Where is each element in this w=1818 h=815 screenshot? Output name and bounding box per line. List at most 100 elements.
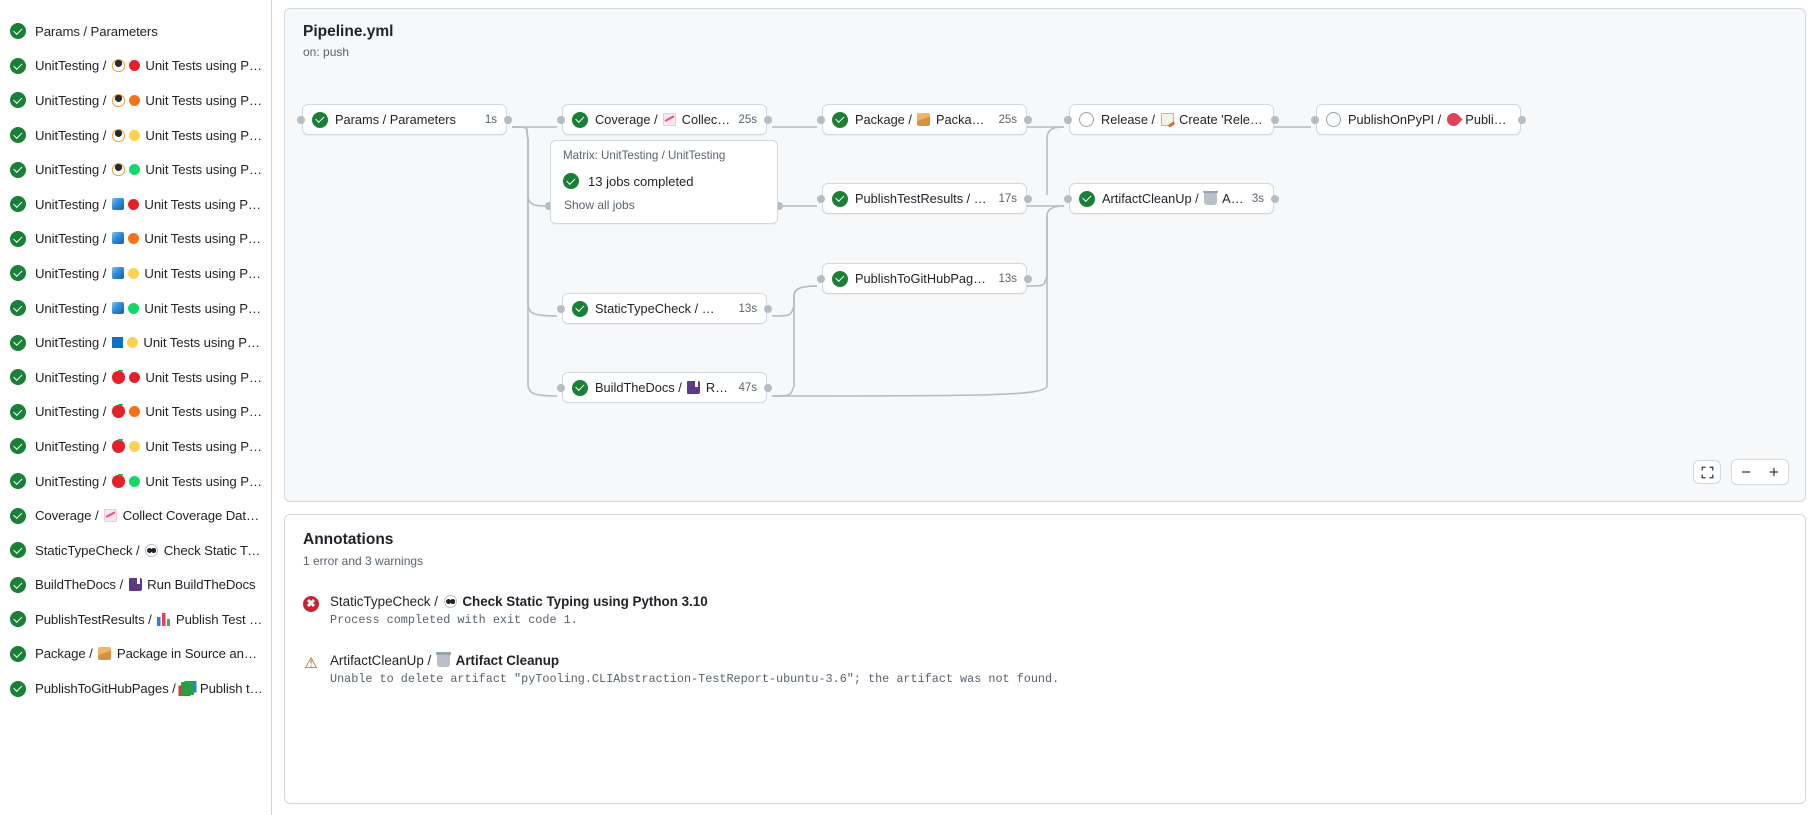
graph-node-duration: 47s (738, 382, 757, 394)
success-check-icon (832, 271, 848, 287)
graph-node[interactable]: PublishToGitHubPages / ...13s (822, 263, 1027, 294)
zoom-controls[interactable] (1693, 459, 1789, 485)
orange-circle-icon (129, 95, 140, 106)
sidebar-job-item[interactable]: Coverage / Collect Coverage Data usi... (0, 498, 271, 533)
sidebar-job-item[interactable]: UnitTesting / Unit Tests using Pyth... (0, 464, 271, 499)
chart-increasing-icon (663, 113, 676, 126)
package-box-icon (917, 113, 930, 126)
sidebar-job-item[interactable]: BuildTheDocs / Run BuildTheDocs (0, 568, 271, 603)
sidebar-job-label: UnitTesting / Unit Tests using Pyth... (35, 58, 263, 73)
zoom-out-button[interactable] (1732, 460, 1760, 484)
graph-node[interactable]: PublishOnPyPI / Publish to ... (1316, 104, 1521, 135)
graph-node[interactable]: PublishTestResults / Pu... 17s (822, 183, 1027, 214)
jobs-sidebar[interactable]: Params / ParametersUnitTesting / Unit Te… (0, 0, 272, 815)
graph-node[interactable]: Params / Parameters1s (302, 104, 507, 135)
red-circle-icon (128, 199, 139, 210)
blue-square-icon (112, 337, 123, 348)
graph-canvas[interactable]: Params / Parameters1s Coverage / Collect … (285, 9, 1805, 501)
success-check-icon (10, 23, 26, 39)
plus-icon (1768, 466, 1780, 478)
graph-node[interactable]: StaticTypeCheck / Chec...13s (562, 293, 767, 324)
green-circle-icon (128, 303, 139, 314)
sidebar-job-label: PublishToGitHubPages / Publish to G... (35, 681, 263, 696)
node-input-port (817, 195, 825, 203)
sidebar-job-label: UnitTesting / Unit Tests using Pyth... (35, 439, 263, 454)
sidebar-job-item[interactable]: UnitTesting / Unit Tests using Pyth... (0, 83, 271, 118)
apple-icon (112, 405, 125, 418)
matrix-title: Matrix: UnitTesting / UnitTesting (563, 149, 765, 162)
success-check-icon (10, 196, 26, 212)
fit-screen-button[interactable] (1693, 460, 1721, 484)
bar-chart-icon (157, 613, 170, 626)
show-all-jobs-link[interactable]: Show all jobs (564, 198, 765, 212)
sidebar-job-item[interactable]: StaticTypeCheck / Check Static Typing... (0, 533, 271, 568)
annotation-message: Unable to delete artifact "pyTooling.CLI… (330, 672, 1059, 686)
sidebar-job-item[interactable]: UnitTesting / Unit Tests using Pyth... (0, 325, 271, 360)
sidebar-job-item[interactable]: Package / Package in Source and Wh... (0, 637, 271, 672)
zoom-in-button[interactable] (1760, 460, 1788, 484)
success-check-icon (10, 542, 26, 558)
annotation-item[interactable]: ✖StaticTypeCheck / Check Static Typing u… (303, 594, 1787, 627)
yellow-circle-icon (128, 268, 139, 279)
success-check-icon (832, 112, 848, 128)
sidebar-job-item[interactable]: PublishToGitHubPages / Publish to G... (0, 671, 271, 706)
green-circle-icon (129, 164, 140, 175)
graph-node[interactable]: Release / Create 'Release P... (1069, 104, 1274, 135)
graph-node-duration: 3s (1252, 193, 1264, 205)
workflow-graph-card: Pipeline.yml on: push (284, 8, 1806, 502)
graph-node-label: BuildTheDocs / Run Buil... (595, 380, 730, 395)
apple-icon (112, 371, 125, 384)
sidebar-job-item[interactable]: UnitTesting / Unit Tests using Pyth... (0, 187, 271, 222)
sidebar-job-item[interactable]: PublishTestResults / Publish Test Resu..… (0, 602, 271, 637)
rocket-icon (1444, 112, 1462, 127)
node-output-port (764, 384, 772, 392)
sidebar-job-item[interactable]: UnitTesting / Unit Tests using Pyth... (0, 360, 271, 395)
sidebar-job-item[interactable]: UnitTesting / Unit Tests using Pyth... (0, 256, 271, 291)
zoom-group[interactable] (1731, 459, 1789, 485)
graph-edges (285, 9, 1585, 502)
green-circle-icon (129, 476, 140, 487)
graph-node[interactable]: Coverage / Collect Cove...25s (562, 104, 767, 135)
sidebar-job-label: StaticTypeCheck / Check Static Typing... (35, 543, 263, 558)
warning-icon: ⚠ (303, 655, 319, 671)
graph-node-label: PublishTestResults / Pu... (855, 191, 990, 206)
success-check-icon (10, 231, 26, 247)
graph-node[interactable]: Package / Package in So...25s (822, 104, 1027, 135)
yellow-circle-icon (129, 130, 140, 141)
graph-node[interactable]: BuildTheDocs / Run Buil... 47s (562, 372, 767, 403)
cube-icon (112, 198, 124, 210)
success-check-icon (563, 173, 579, 189)
annotation-message: Process completed with exit code 1. (330, 613, 708, 627)
graph-node-duration: 13s (738, 303, 757, 315)
sidebar-job-item[interactable]: UnitTesting / Unit Tests using Pyth... (0, 152, 271, 187)
orange-circle-icon (129, 406, 140, 417)
success-check-icon (10, 681, 26, 697)
graph-node[interactable]: ArtifactCleanUp / Artifac...3s (1069, 183, 1274, 214)
node-input-port (1064, 195, 1072, 203)
success-check-icon (10, 508, 26, 524)
matrix-group-box[interactable]: Matrix: UnitTesting / UnitTesting 13 job… (550, 140, 778, 224)
yellow-circle-icon (129, 441, 140, 452)
sidebar-job-item[interactable]: UnitTesting / Unit Tests using Pyth... (0, 49, 271, 84)
sidebar-job-item[interactable]: UnitTesting / Unit Tests using Pyth... (0, 222, 271, 257)
annotation-text: StaticTypeCheck / Check Static Typing us… (330, 594, 708, 627)
sidebar-job-item[interactable]: UnitTesting / Unit Tests using Pyth... (0, 429, 271, 464)
annotation-heading: ArtifactCleanUp / Artifact Cleanup (330, 653, 1059, 668)
sidebar-job-label: UnitTesting / Unit Tests using Pyth... (35, 266, 263, 281)
matrix-jobs-row[interactable]: 13 jobs completed (563, 173, 765, 189)
sidebar-job-item[interactable]: Params / Parameters (0, 14, 271, 49)
success-check-icon (10, 404, 26, 420)
sidebar-job-item[interactable]: UnitTesting / Unit Tests using Pyth... (0, 291, 271, 326)
annotations-list: ✖StaticTypeCheck / Check Static Typing u… (303, 594, 1787, 686)
sidebar-job-item[interactable]: UnitTesting / Unit Tests using Pyth... (0, 118, 271, 153)
penguin-icon (112, 129, 125, 142)
sidebar-job-item[interactable]: UnitTesting / Unit Tests using Pyth... (0, 395, 271, 430)
annotation-item[interactable]: ⚠ ArtifactCleanUp / Artifact CleanupUnabl… (303, 653, 1787, 686)
cube-icon (112, 232, 124, 244)
success-check-icon (1079, 191, 1095, 207)
annotation-text: ArtifactCleanUp / Artifact CleanupUnable… (330, 653, 1059, 686)
graph-node-duration: 17s (998, 193, 1017, 205)
node-output-port (1271, 116, 1279, 124)
cube-icon (112, 302, 124, 314)
node-input-port (297, 116, 305, 124)
